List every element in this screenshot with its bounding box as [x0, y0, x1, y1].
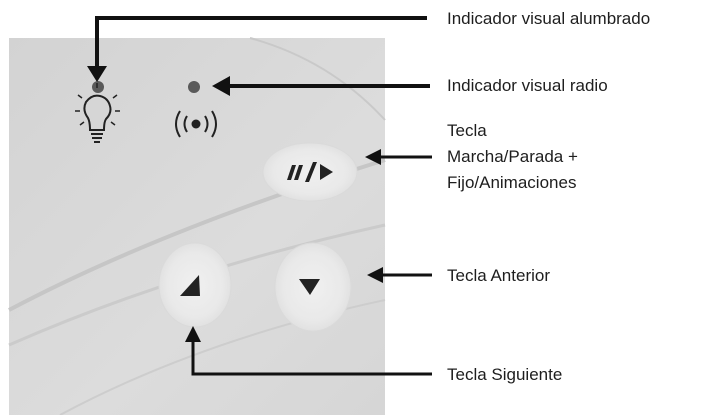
radio-led — [188, 81, 200, 93]
label-marcha-line2: Marcha/Parada + — [447, 147, 578, 166]
label-anterior: Tecla Anterior — [447, 266, 550, 285]
triangle-up-icon — [180, 275, 200, 296]
alumbrado-led — [92, 81, 104, 93]
label-marcha-line3: Fijo/Animaciones — [447, 173, 577, 192]
siguiente-arrow — [185, 326, 432, 376]
label-radio: Indicador visual radio — [447, 76, 608, 95]
marcha-parada-button[interactable] — [262, 142, 358, 202]
lightbulb-icon — [75, 83, 120, 143]
siguiente-button[interactable] — [158, 242, 232, 328]
label-marcha-line1: Tecla — [447, 121, 487, 140]
panel-arc — [249, 37, 386, 121]
anterior-button[interactable] — [274, 242, 352, 332]
radio-waves-icon — [175, 110, 217, 138]
alumbrado-arrow — [87, 16, 427, 82]
label-alumbrado: Indicador visual alumbrado — [447, 9, 651, 28]
radio-arrow — [212, 76, 430, 96]
pause-play-icon — [287, 162, 333, 182]
control-panel — [8, 37, 386, 416]
label-siguiente: Tecla Siguiente — [447, 365, 563, 384]
marcha-parada-arrow — [365, 149, 432, 165]
callout-arrows — [87, 16, 432, 376]
anterior-arrow — [367, 267, 432, 283]
triangle-down-icon — [299, 279, 320, 295]
